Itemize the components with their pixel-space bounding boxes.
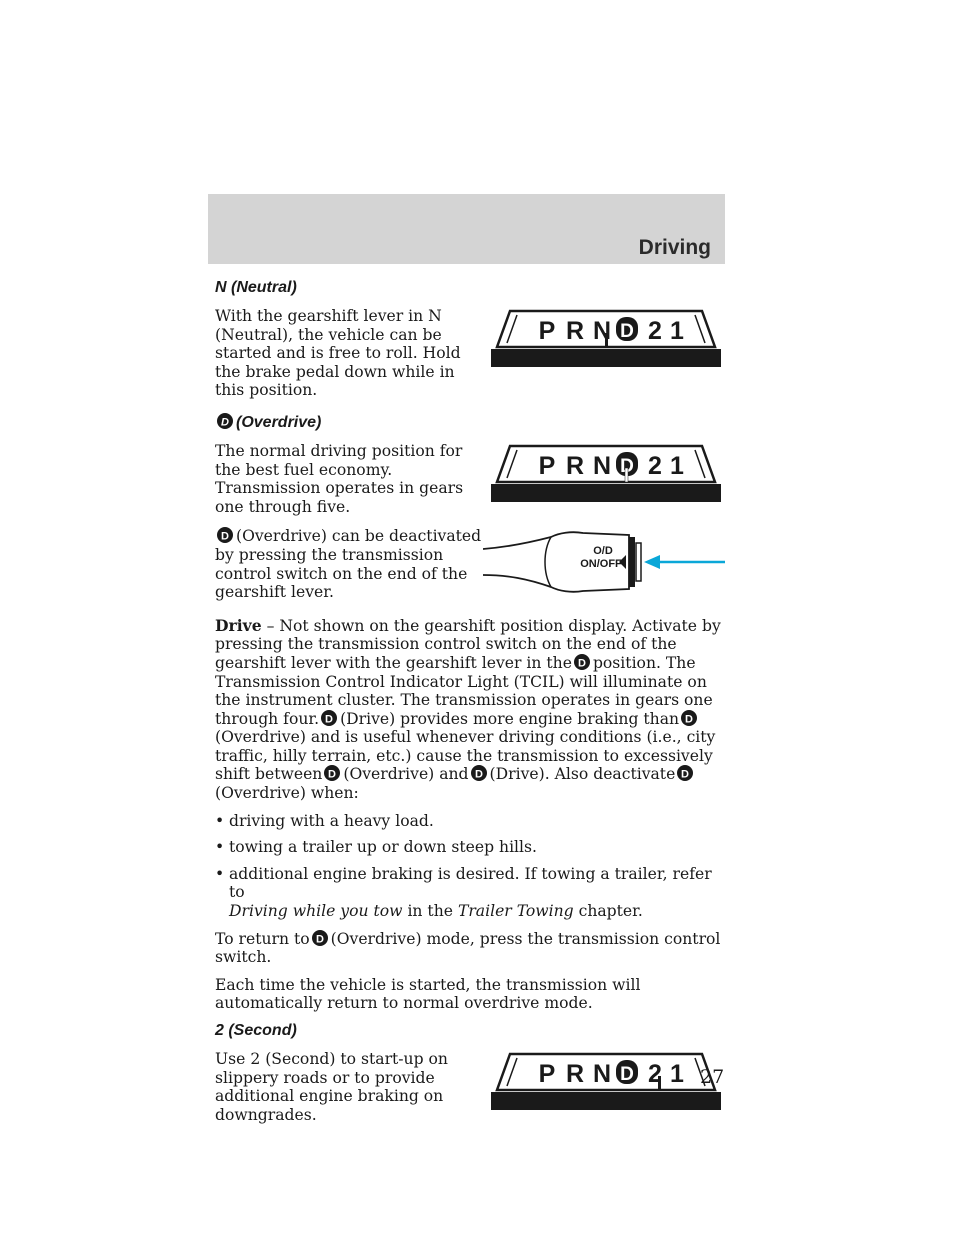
overdrive-d-icon: D [324,765,341,782]
od-switch-figure: O/D ON/OFF [482,527,725,604]
drive-d-icon: D [470,765,487,782]
gear-r: R [566,452,584,480]
page-content: N (Neutral) With the gearshift lever in … [215,279,725,1133]
prnd21-second-illustration: P R N D 2 1 [491,1052,721,1110]
switch-arrow-icon [619,555,626,570]
od-switch-row: D(Overdrive) can be deactivated by press… [215,527,725,610]
overdrive-heading: D(Overdrive) [215,412,725,432]
list-item: •driving with a heavy load. [215,811,434,830]
gear-2: 2 [648,317,662,345]
on-off-label: ON/OFF [580,558,622,570]
neutral-heading: N (Neutral) [215,279,297,296]
gear-1: 1 [670,452,684,480]
restart-paragraph: Each time the vehicle is started, the tr… [215,975,641,1013]
svg-text:D: D [221,531,229,543]
gear-n: N [593,1060,611,1088]
gear-pointer [624,467,629,483]
section-title: Driving [638,236,711,259]
od-label: O/D [593,545,613,557]
gear-pointer [658,1076,661,1090]
list-item: •towing a trailer up or down steep hills… [215,838,537,857]
gear-display-overdrive: P R N D 2 1 [483,442,725,507]
overdrive-row: The normal driving position for the best… [215,442,725,525]
gear-2: 2 [648,452,662,480]
drive-paragraph: Drive – Not shown on the gearshift posit… [215,615,721,803]
gear-p: P [539,1060,556,1088]
gear-n: N [593,452,611,480]
gear-pointer [605,333,608,347]
gear-r: R [566,317,584,345]
gear-d: D [620,456,634,477]
overdrive-deactivate-text: D(Overdrive) can be deactivated by press… [215,527,482,602]
second-row: Use 2 (Second) to start-up on slippery r… [215,1050,725,1133]
gear-d: D [620,321,634,342]
svg-text:D: D [221,416,229,428]
deactivate-conditions-list: •driving with a heavy load. •towing a tr… [215,812,725,921]
svg-text:D: D [475,769,483,781]
overdrive-d-icon: D [573,653,590,670]
neutral-row: With the gearshift lever in N (Neutral),… [215,307,725,409]
list-item: •additional engine braking is desired. I… [215,864,712,921]
page-number: 27 [700,1066,725,1088]
gear-display-neutral: P R N D 2 1 [483,307,725,372]
gear-d: D [620,1064,634,1085]
second-heading: 2 (Second) [215,1022,297,1039]
overdrive-d-icon: D [677,765,694,782]
overdrive-d-icon: D [217,527,233,544]
gear-display-second: P R N D 2 1 [483,1050,725,1115]
gear-p: P [539,317,556,345]
drive-d-icon: D [321,709,338,726]
overdrive-d-icon: D [311,929,328,946]
gear-n: N [593,317,611,345]
second-body: Use 2 (Second) to start-up on slippery r… [215,1050,448,1124]
svg-text:D: D [578,657,586,669]
svg-text:D: D [685,713,693,725]
gear-p: P [539,452,556,480]
svg-text:D: D [316,933,324,945]
svg-text:D: D [328,769,336,781]
overdrive-d-icon: D [217,412,233,429]
overdrive-d-icon: D [681,709,698,726]
prnd21-neutral-illustration: P R N D 2 1 [491,309,721,367]
gear-1: 1 [670,317,684,345]
gearshift-lever-end-illustration: O/D ON/OFF [482,531,725,594]
callout-arrow-icon [644,555,660,570]
svg-text:D: D [681,769,689,781]
gear-r: R [566,1060,584,1088]
overdrive-body: The normal driving position for the best… [215,441,464,516]
svg-text:D: D [325,713,333,725]
section-header-band: Driving [208,194,725,264]
prnd21-overdrive-illustration: P R N D 2 1 [491,444,721,502]
gear-1: 1 [670,1060,684,1088]
neutral-body: With the gearshift lever in N (Neutral),… [215,307,461,400]
